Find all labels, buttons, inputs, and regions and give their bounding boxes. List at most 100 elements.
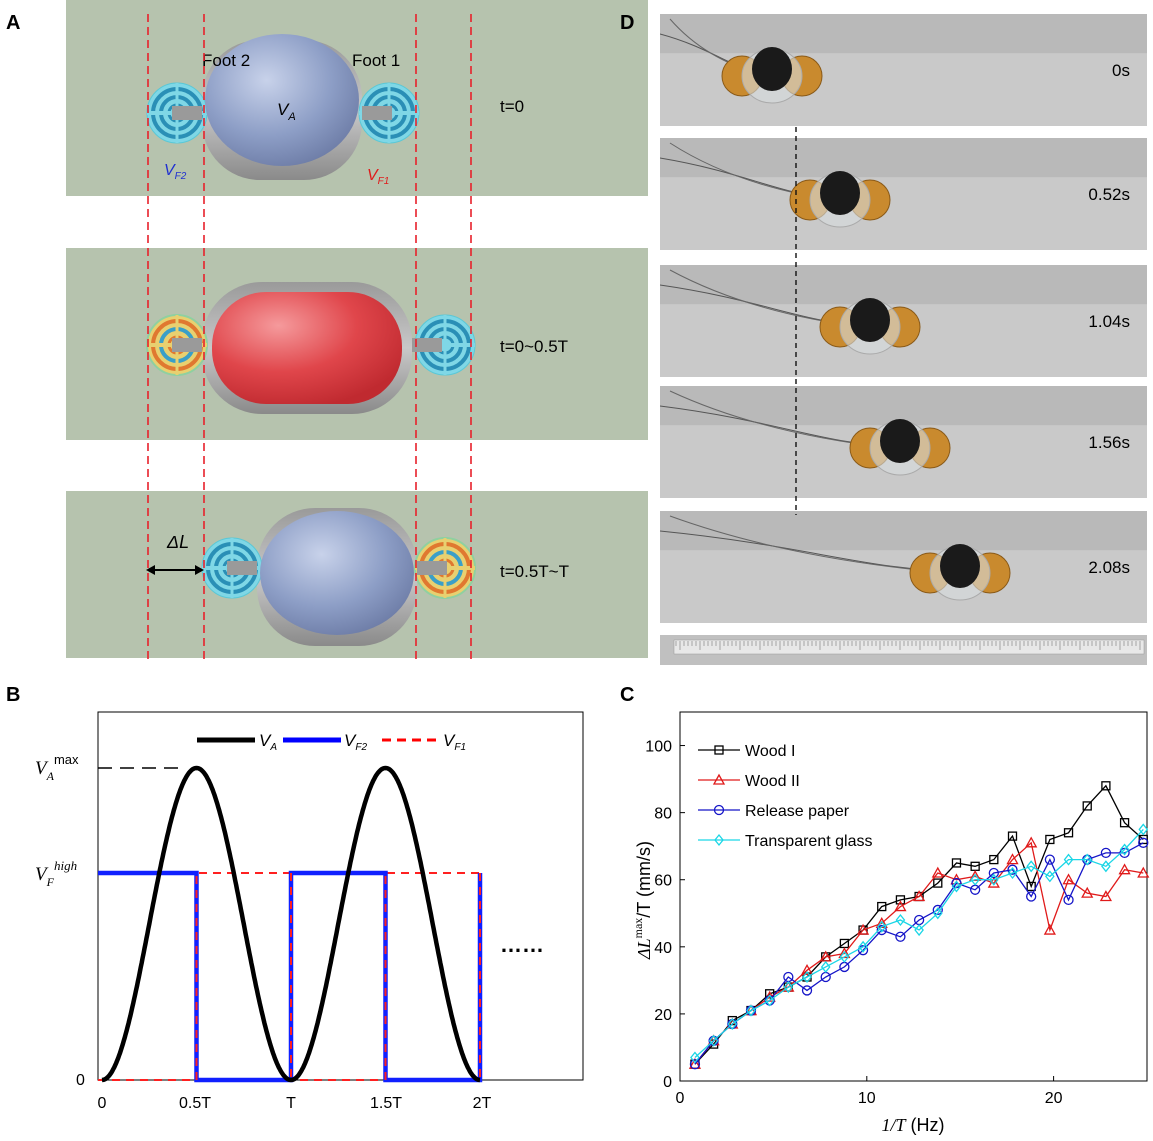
c-y-tick-5: 100 [645,739,672,756]
panel-letter-b: B [6,684,21,706]
legend-marker-1 [712,773,726,785]
data-point-3-0 [690,1051,700,1064]
panel-b-legend: VA VF2 VF1 [197,731,466,753]
data-point-2-19 [1044,854,1056,865]
data-point-1-11 [894,900,907,912]
c-y-tick-3: 60 [654,873,672,890]
data-point-0-18 [1026,881,1036,892]
data-point-0-14 [951,858,962,868]
vf2-label: VF2 [164,162,187,182]
data-point-2-24 [1138,837,1149,848]
data-point-3-2 [727,1017,738,1031]
x-tick-4: 2T [473,1095,492,1112]
data-point-3-14 [951,880,962,893]
data-point-3-15 [970,873,980,886]
data-point-2-6 [801,985,813,996]
data-point-0-20 [1063,828,1074,838]
foot-2-label: Foot 2 [202,51,250,70]
panel-a-row-rest: Foot 2 Foot 1 VA VF2 VF1 t=0 [66,0,648,196]
legend-marker-3 [714,833,724,847]
panel-a-row-contract: ΔL t=0.5T~T [66,491,648,658]
time-label-2: t=0.5T~T [500,562,569,581]
data-point-1-7 [819,950,832,962]
legend-vf1: VF1 [443,731,466,753]
y-label-vf-high: VFhigh [35,858,77,889]
data-point-3-24 [1138,823,1149,836]
delta-l-label: ΔL [166,532,189,552]
y-label-zero: 0 [76,1072,85,1089]
photo-frame-0: 0s [660,14,1147,126]
data-point-3-6 [802,970,812,984]
panel-b-axes-box [97,711,584,1081]
data-point-3-5 [783,981,794,994]
legend-marker-0 [714,745,724,755]
legend-label-3: Transparent glass [745,833,872,850]
data-point-1-23 [1118,863,1131,875]
time-label-1: t=0~0.5T [500,337,568,356]
data-point-3-17 [1007,866,1018,880]
series-3 [690,823,1149,1064]
data-point-0-17 [1007,831,1018,841]
panel-a-guide-lines [147,14,472,660]
data-point-3-11 [895,913,906,927]
panel-b-waveform: VAmax VFhigh 0 0 0.5T T 1.5T 2T VA VF2 V… [35,711,584,1112]
continuation-ellipsis: …… [500,932,544,957]
x-tick-0: 0 [98,1095,107,1112]
panel-a-illustration: Foot 2 Foot 1 VA VF2 VF1 t=0 t=0~0.5T ΔL… [66,0,648,660]
data-point-2-20 [1063,894,1074,906]
data-point-1-13 [931,866,944,878]
panel-letter-c: C [620,684,635,706]
data-point-0-16 [989,854,999,865]
legend-label-1: Wood II [745,773,800,790]
vf1-label: VF1 [367,167,389,187]
frame-time-label-1: 0.52s [1088,185,1130,204]
photo-frame-3: 1.56s [660,386,1147,498]
data-point-3-21 [1082,853,1093,866]
x-tick-3: 1.5T [370,1095,402,1112]
data-point-1-6 [800,963,814,975]
photo-frame-1: 0.52s [660,138,1147,250]
data-point-3-22 [1101,860,1111,873]
data-point-1-22 [1099,890,1113,902]
data-point-2-9 [857,945,869,956]
panel-c-axes-box [679,711,1148,1082]
data-point-2-16 [988,867,999,879]
data-point-3-9 [858,940,868,953]
panel-letter-a: A [6,12,21,34]
data-point-0-10 [877,901,887,912]
data-point-1-24 [1137,866,1150,878]
panel-a-row-extend: t=0~0.5T [66,248,648,440]
series-vf1-overlay [195,873,481,1080]
legend-label-2: Release paper [745,803,850,820]
data-point-3-8 [839,950,850,963]
photo-frame-4: 2.08s [660,511,1147,623]
data-point-2-0 [689,1059,701,1070]
c-x-tick-0: 0 [676,1090,685,1107]
frame-time-label-4: 2.08s [1088,558,1130,577]
data-point-2-13 [932,904,943,916]
frame-time-label-0: 0s [1112,61,1130,80]
data-point-0-19 [1045,834,1055,845]
data-point-3-18 [1026,860,1037,873]
data-point-3-23 [1119,843,1130,856]
data-point-3-16 [988,873,999,886]
time-label-0: t=0 [500,97,524,116]
c-y-tick-4: 80 [654,806,672,823]
data-point-3-1 [708,1034,719,1047]
frame-time-label-3: 1.56s [1088,433,1130,452]
y-label-va-max: VAmax [35,752,79,783]
data-point-3-7 [820,960,831,973]
legend-vf2: VF2 [344,731,367,753]
data-point-2-17 [1007,864,1018,875]
panel-letter-d: D [620,12,635,34]
data-point-0-21 [1082,801,1092,811]
c-x-tick-2: 20 [1045,1090,1063,1107]
ruler [660,635,1147,665]
data-point-3-10 [876,920,887,933]
data-point-2-22 [1100,847,1112,859]
data-point-2-11 [895,931,906,942]
data-point-3-3 [746,1004,756,1017]
data-point-1-17 [1006,853,1019,865]
